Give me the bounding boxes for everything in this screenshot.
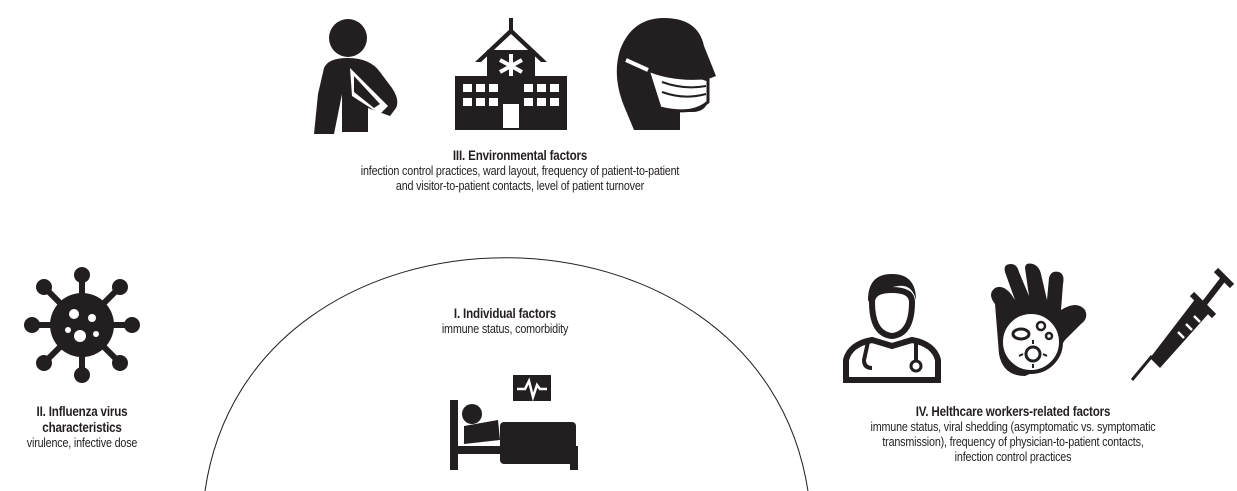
individual-factors-desc: immune status, comorbidity bbox=[441, 322, 569, 336]
environmental-factors-desc-line2: and visitor-to-patient contacts, level o… bbox=[395, 179, 645, 193]
syringe-icon bbox=[1130, 267, 1235, 381]
healthcare-workers-block: IV. Helthcare workers-related factors im… bbox=[821, 404, 1205, 465]
hospital-building-icon bbox=[455, 18, 567, 130]
injured-patient-icon bbox=[314, 19, 398, 134]
individual-factors-block: I. Individual factors immune status, com… bbox=[398, 306, 613, 337]
virus-icon bbox=[24, 267, 140, 383]
heart-monitor-icon bbox=[513, 375, 551, 402]
healthcare-workers-desc-line3: infection control practices bbox=[954, 450, 1072, 464]
virus-characteristics-block: II. Influenza virus characteristics viru… bbox=[13, 404, 151, 451]
environmental-factors-title: III. Environmental factors bbox=[452, 148, 588, 163]
doctor-icon bbox=[843, 274, 941, 383]
virus-characteristics-title-line2: characteristics bbox=[42, 420, 122, 435]
hospital-bed-icon bbox=[450, 400, 578, 470]
environmental-factors-block: III. Environmental factors infection con… bbox=[296, 148, 743, 194]
individual-factors-title: I. Individual factors bbox=[453, 306, 557, 321]
contaminated-hand-icon bbox=[991, 263, 1087, 376]
healthcare-workers-desc-line2: transmission), frequency of physician-to… bbox=[882, 435, 1144, 449]
virus-characteristics-desc: virulence, infective dose bbox=[26, 436, 138, 450]
virus-characteristics-title-line1: II. Influenza virus bbox=[36, 404, 128, 419]
environmental-factors-desc-line1: infection control practices, ward layout… bbox=[360, 164, 680, 178]
healthcare-workers-title: IV. Helthcare workers-related factors bbox=[915, 404, 1111, 419]
face-mask-icon bbox=[616, 18, 716, 130]
healthcare-workers-desc-line1: immune status, viral shedding (asymptoma… bbox=[870, 420, 1156, 434]
